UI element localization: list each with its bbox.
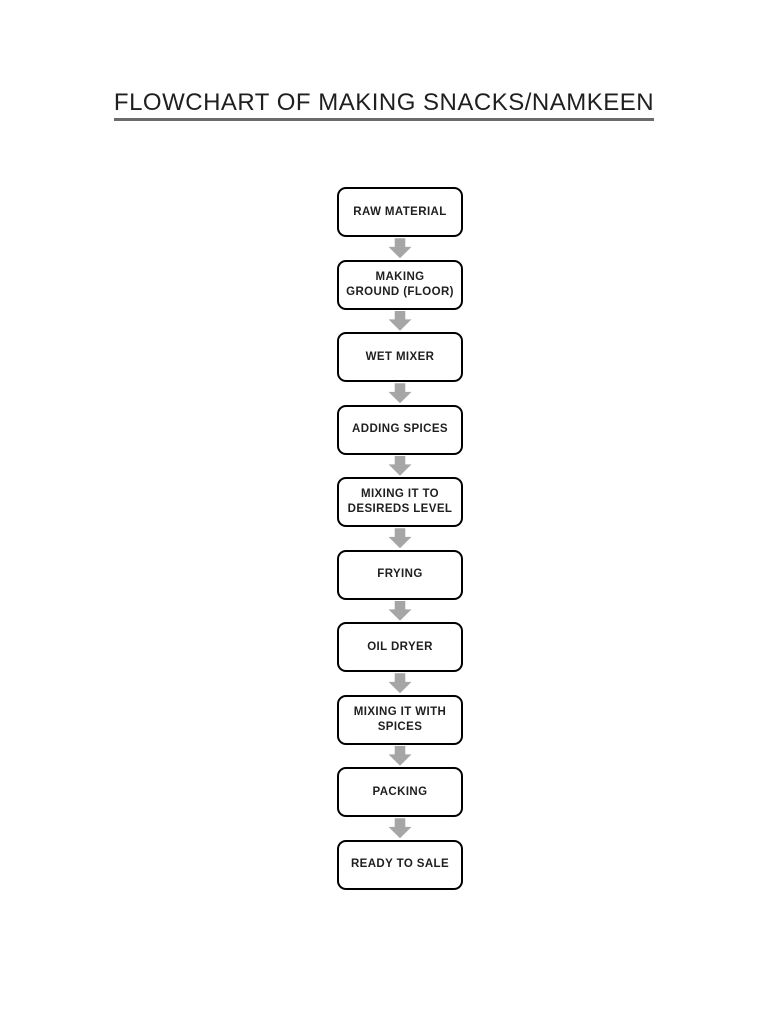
flow-step-raw-material: RAW MATERIAL <box>337 187 463 237</box>
down-arrow-icon <box>388 382 412 405</box>
flow-step-adding-spices: ADDING SPICES <box>337 404 463 455</box>
flow-step-label: WET MIXER <box>365 350 435 363</box>
flow-step-wet-mixer: WET MIXER <box>337 332 463 382</box>
down-arrow-icon <box>388 745 412 768</box>
flow-step-frying: FRYING <box>337 549 463 600</box>
flow-step-label: PACKING <box>372 785 428 798</box>
flow-step-making-ground: MAKING GROUND (FLOOR) <box>337 259 463 310</box>
flow-step-mixing-to-desired-level: MIXING IT TO DESIREDS LEVEL <box>337 477 463 527</box>
flow-step-label: READY TO SALE <box>350 858 450 870</box>
flow-step-label: MIXING IT WITH SPICES <box>353 705 447 733</box>
down-arrow-icon <box>388 600 412 623</box>
down-arrow-icon <box>388 310 412 333</box>
flow-step-label: FRYING <box>377 568 423 580</box>
down-arrow-icon <box>388 527 412 550</box>
page-title-text: FLOWCHART OF MAKING SNACKS/NAMKEEN <box>113 89 655 121</box>
flow-step-label: OIL DRYER <box>367 640 433 653</box>
flow-step-packing: PACKING <box>337 767 463 817</box>
flow-step-label: MIXING IT TO DESIREDS LEVEL <box>347 488 453 515</box>
flowchart: RAW MATERIAL MAKING GROUND (FLOOR) WET M… <box>337 187 463 890</box>
down-arrow-icon <box>388 455 412 478</box>
flow-step-label: ADDING SPICES <box>352 423 448 435</box>
flow-step-ready-to-sale: READY TO SALE <box>337 839 463 890</box>
down-arrow-icon <box>388 817 412 840</box>
flow-step-oil-dryer: OIL DRYER <box>337 622 463 672</box>
down-arrow-icon <box>388 237 412 260</box>
flow-step-mixing-with-spices: MIXING IT WITH SPICES <box>337 694 463 745</box>
down-arrow-icon <box>388 672 412 695</box>
flow-step-label: MAKING GROUND (FLOOR) <box>346 270 454 298</box>
flow-step-label: RAW MATERIAL <box>353 205 447 218</box>
page-title: FLOWCHART OF MAKING SNACKS/NAMKEEN <box>0 89 768 121</box>
